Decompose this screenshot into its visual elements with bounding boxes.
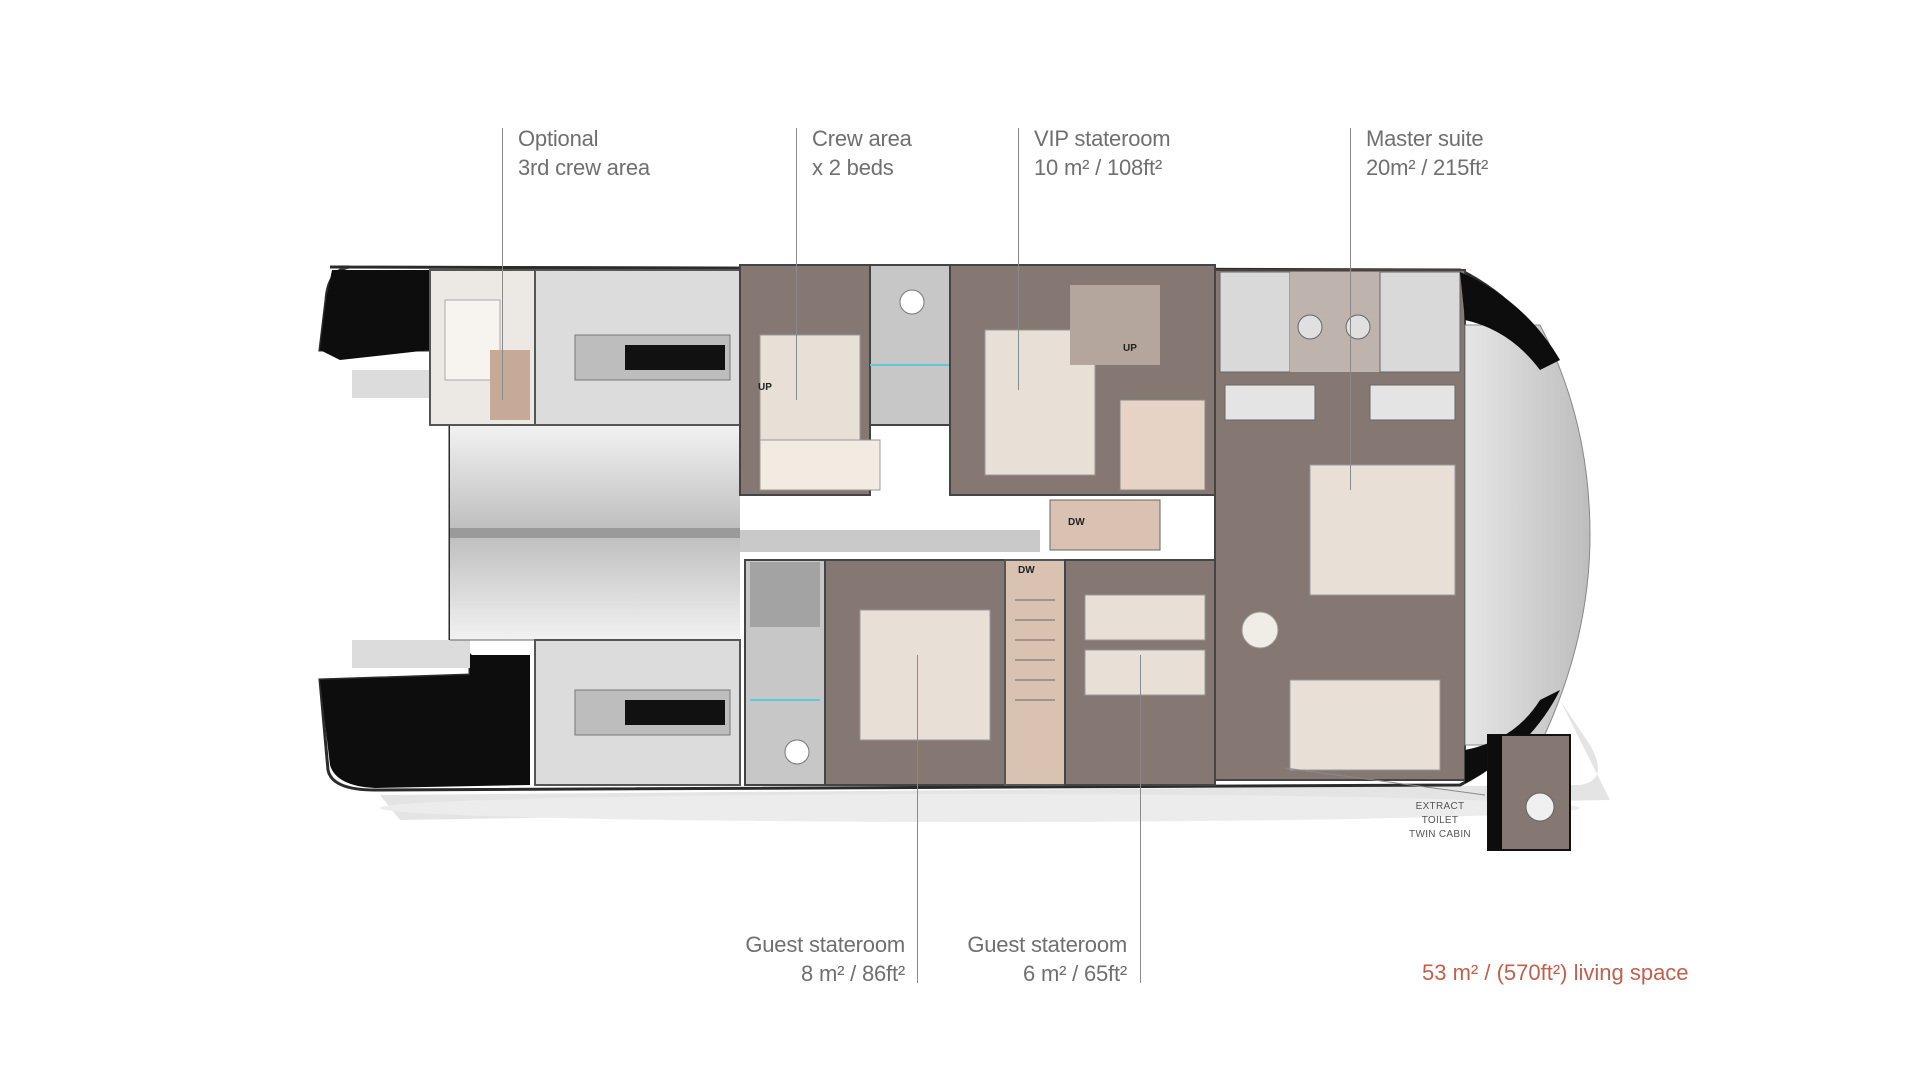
tunnel-floor (450, 528, 740, 538)
crew-head (869, 264, 951, 426)
master-wardrobe-stbd (1369, 384, 1456, 421)
label-optional-crew-area-line2: 3rd crew area (518, 155, 650, 180)
vip-stair (1119, 399, 1206, 491)
leader-crew3 (502, 128, 503, 400)
extract-toilet (1525, 792, 1555, 822)
master-head-fwd (1379, 271, 1461, 373)
label-vip-stateroom: VIP stateroom 10 m² / 108ft² (1034, 124, 1171, 182)
master-daybed (1289, 679, 1441, 771)
leader-guest1 (917, 655, 918, 983)
leader-vip (1018, 128, 1019, 390)
stair-dw-center-tag: DW (1068, 517, 1085, 528)
crew-bed-lower (759, 439, 881, 491)
leader-crew (796, 128, 797, 400)
label-guest-stateroom-1-line1: Guest stateroom (745, 932, 905, 957)
guest2-bed-1 (1084, 594, 1206, 641)
stair-dw-guest-tag: DW (1018, 565, 1035, 576)
guest1-bed (859, 609, 991, 741)
vip-floor (1070, 285, 1160, 365)
stair-up-vip-tag: UP (1123, 343, 1137, 354)
label-guest-stateroom-2-line1: Guest stateroom (967, 932, 1127, 957)
extract-note-line1: EXTRACT (1415, 801, 1465, 812)
crew3-floor (490, 350, 530, 420)
hull-shadow-soft (380, 794, 1580, 822)
guest1-toilet (784, 739, 810, 765)
label-guest-stateroom-2-line2: 6 m² / 65ft² (1023, 961, 1127, 986)
bow-port-black (1460, 272, 1560, 370)
label-guest-stateroom-2: Guest stateroom 6 m² / 65ft² (922, 930, 1127, 988)
guest1-head-top (750, 562, 820, 627)
corridor (740, 530, 1040, 552)
center-stair (1049, 499, 1161, 551)
label-guest-stateroom-1: Guest stateroom 8 m² / 86ft² (700, 930, 905, 988)
label-vip-stateroom-line1: VIP stateroom (1034, 126, 1171, 151)
label-crew-area-line1: Crew area (812, 126, 912, 151)
crew-bed (759, 334, 861, 456)
stern-starboard-black (320, 655, 530, 788)
label-vip-stateroom-line2: 10 m² / 108ft² (1034, 155, 1163, 180)
master-head-aft (1219, 271, 1291, 373)
leader-master (1350, 128, 1351, 490)
label-master-suite-line2: 20m² / 215ft² (1366, 155, 1489, 180)
label-guest-stateroom-1-line2: 8 m² / 86ft² (801, 961, 905, 986)
label-master-suite: Master suite 20m² / 215ft² (1366, 124, 1488, 182)
hull-shadow (380, 700, 1610, 820)
crew-toilet (899, 289, 925, 315)
stern-port-black (320, 270, 430, 360)
label-optional-crew-area: Optional 3rd crew area (518, 124, 650, 182)
label-crew-area-line2: x 2 beds (812, 155, 894, 180)
extract-inset-black (1488, 735, 1502, 850)
extract-note-line2: TOILET (1421, 815, 1459, 826)
label-master-suite-line1: Master suite (1366, 126, 1484, 151)
guest-stair (1004, 559, 1066, 786)
engine-port-block (625, 345, 725, 370)
master-chair (1241, 611, 1279, 649)
master-wardrobe-port (1224, 384, 1316, 421)
stern-step-stbd (352, 640, 470, 668)
extract-leader (1284, 767, 1486, 796)
guest-stair-treads (1015, 599, 1055, 701)
label-optional-crew-area-line1: Optional (518, 126, 599, 151)
extract-note-line3: TWIN CABIN (1409, 829, 1471, 840)
engine-stbd-block (625, 700, 725, 725)
master-bed (1309, 464, 1456, 596)
label-crew-area: Crew area x 2 beds (812, 124, 912, 182)
total-living-space: 53 m² / (570ft²) living space (1422, 960, 1689, 985)
stair-up-crew-tag: UP (758, 382, 772, 393)
bow-trampoline (1464, 324, 1591, 746)
leader-guest2 (1140, 655, 1141, 983)
guest2-bed-2 (1084, 649, 1206, 696)
extract-note: EXTRACT TOILET TWIN CABIN (1400, 800, 1480, 842)
